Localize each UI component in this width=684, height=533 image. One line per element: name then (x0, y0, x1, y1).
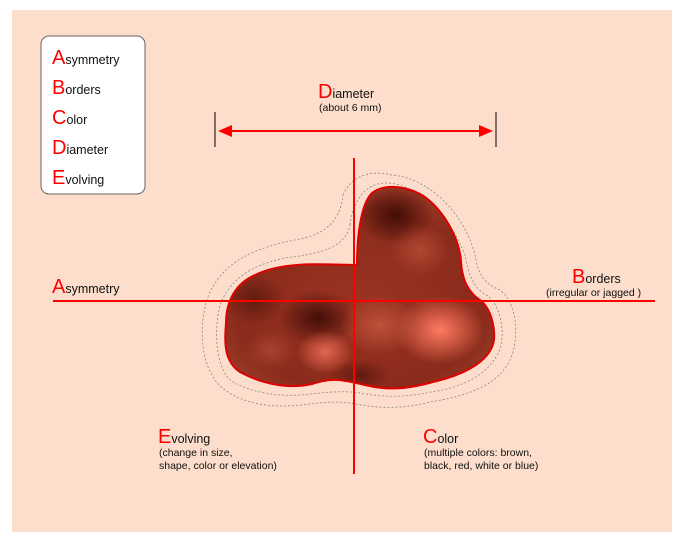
color-note-line2: black, red, white or blue) (424, 460, 538, 472)
evolving-note-line1: (change in size, (159, 447, 233, 459)
legend-item-c-initial: C (52, 107, 66, 129)
legend-item-c-rest: olor (66, 113, 87, 127)
legend-item-e-rest: volving (65, 173, 104, 187)
legend-item-d-initial: D (52, 137, 66, 159)
color-note-line1: (multiple colors: brown, (424, 447, 532, 459)
legend-item-e-initial: E (52, 167, 65, 189)
borders-note: (irregular or jagged ) (546, 287, 641, 299)
legend-item-d-rest: iameter (66, 143, 108, 157)
legend-item-a-rest: symmetry (65, 53, 120, 67)
legend-item-b-rest: orders (65, 83, 100, 97)
evolving-note-line2: shape, color or elevation) (159, 460, 277, 472)
legend-item-a-initial: A (52, 47, 66, 69)
diameter-note: (about 6 mm) (319, 102, 381, 114)
legend-item-b-initial: B (52, 77, 65, 99)
